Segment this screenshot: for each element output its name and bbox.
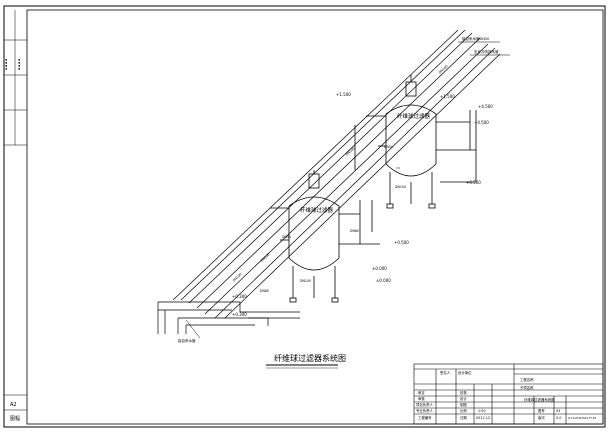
subitem-name: 子项名称 <box>520 385 534 390</box>
pipe-size: DN100 <box>260 252 271 262</box>
row-label: 审核 <box>418 396 425 401</box>
pipe-size: DN50 <box>282 235 291 239</box>
pipe-size: DN50 <box>384 145 393 149</box>
left-strip <box>4 10 27 411</box>
project-name: 工程名称 <box>520 377 534 382</box>
inlet-note-leader <box>185 319 201 339</box>
drawing-number: JT-1219-TSY001-FY-03 <box>567 416 596 420</box>
row-label: 审定 <box>418 390 425 395</box>
row-label: 专业负责人 <box>416 408 434 413</box>
inner-border <box>26 9 604 425</box>
left-strip-bottom-label: 图幅 <box>10 415 20 422</box>
elevation-mark: ±0.000 <box>376 278 391 283</box>
pipe-size: DN100 <box>345 146 356 156</box>
pipe-note-1: 接自来水管DN50 <box>462 36 489 41</box>
pipe-size: DN100 <box>232 272 243 282</box>
elevation-mark: ±0.000 <box>372 266 387 271</box>
drawing-name: 纤维球过滤器系统图 <box>524 397 555 402</box>
row-label: 项目负责人 <box>416 402 434 407</box>
drawing-title: 纤维球过滤器系统图 <box>274 353 346 363</box>
elevation-mark: +4.500 <box>474 120 489 125</box>
sheet-size-label: A2 <box>10 402 17 408</box>
row-label: 工程编号 <box>418 415 432 420</box>
title-block <box>413 363 604 425</box>
pipe-note-2: 至反冲洗排水管 <box>474 49 499 54</box>
row-label: 版次 <box>538 415 545 420</box>
elevation-mark: +1.500 <box>440 94 455 99</box>
elevation-mark: +0.500 <box>394 240 409 245</box>
date-value: 2012.12 <box>476 416 490 420</box>
vessel-1-label: 纤维球过滤器 <box>300 206 334 214</box>
vessel-2-label: 纤维球过滤器 <box>397 112 431 120</box>
elevation-mark: +1.500 <box>336 92 351 97</box>
elevation-mark: +0.500 <box>466 180 481 185</box>
title-block-text: 签名人 设计单位 工程名称 子项名称 纤维球过滤器系统图 审定 校核 审核 设计… <box>416 370 596 420</box>
row-label: 设计 <box>460 396 467 401</box>
sheet-number: 03 <box>556 409 560 413</box>
inlet-note: 接自来水管 <box>178 338 196 343</box>
row-label: 日期 <box>460 415 467 420</box>
elevation-marks: +4.500 +4.500 +0.500 +0.500 ±0.000 ±0.00… <box>232 92 493 317</box>
pipe-size: DN80 <box>260 289 269 293</box>
left-strip-marks-2: ▪ ▪ ▪ ▪ <box>17 59 21 70</box>
elevation-mark: +0.300 <box>232 294 247 299</box>
filter-vessel-2 <box>354 75 477 209</box>
left-strip-marks: ▪ ▪ ▪ ▪ <box>4 59 8 70</box>
inlet-header <box>157 301 300 334</box>
row-label: 校核 <box>460 390 467 395</box>
design-unit-cell: 设计单位 <box>458 370 472 375</box>
filter-vessel-1 <box>270 170 380 303</box>
pipe-note-leaders <box>396 41 510 169</box>
pipe-size: DN80 <box>350 229 359 233</box>
sheet-border <box>3 5 606 428</box>
pipe-size-labels: DN100 DN100 DN100 DN100 DN50 DN50 DN80 D… <box>232 64 449 293</box>
pipe-size: DN100 <box>395 185 406 189</box>
row-label: 制图 <box>460 402 467 407</box>
revision-value: 0.0 <box>556 416 561 420</box>
pipe-size: DN100 <box>300 279 311 283</box>
row-label: 比例 <box>460 408 467 413</box>
pipeline-bundle <box>172 29 501 319</box>
pipe-size: DN100 <box>438 64 449 74</box>
elevation-mark: +0.300 <box>232 312 247 317</box>
elevation-mark: +4.500 <box>478 104 493 109</box>
scale-value: 1:50 <box>478 409 486 413</box>
signer-cell: 签名人 <box>440 370 451 375</box>
row-label: 图号 <box>538 408 545 413</box>
